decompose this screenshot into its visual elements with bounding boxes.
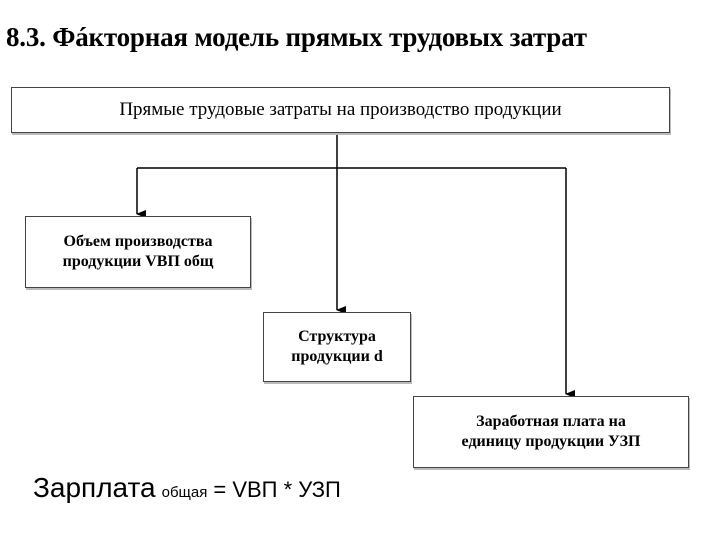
slide-title: 8.3. Фáкторная модель прямых трудовых за…	[6, 22, 587, 52]
box-product-structure-line2: продукции d	[291, 348, 383, 365]
formula-expression: = VВП * УЗП	[213, 477, 341, 502]
box-direct-labor-costs: Прямые трудовые затраты на производство …	[11, 87, 670, 133]
box-unit-wage: Заработная плата на единицу продукции УЗ…	[413, 396, 689, 468]
formula-subscript: общая	[161, 484, 208, 501]
box-production-volume-line1: Объем производства	[63, 233, 213, 250]
box-unit-wage-line1: Заработная плата на	[476, 413, 626, 430]
box-production-volume: Объем производства продукции VВП общ	[25, 216, 251, 288]
box-production-volume-line2: продукции VВП общ	[62, 253, 214, 270]
box-product-structure: Структура продукции d	[263, 312, 411, 382]
box-direct-labor-costs-label: Прямые трудовые затраты на производство …	[119, 99, 562, 121]
box-unit-wage-line2: единицу продукции УЗП	[461, 433, 641, 450]
formula-main: Зарплата	[33, 472, 156, 503]
salary-formula: Зарплата общая = VВП * УЗП	[33, 472, 341, 504]
box-product-structure-line1: Структура	[298, 328, 376, 345]
